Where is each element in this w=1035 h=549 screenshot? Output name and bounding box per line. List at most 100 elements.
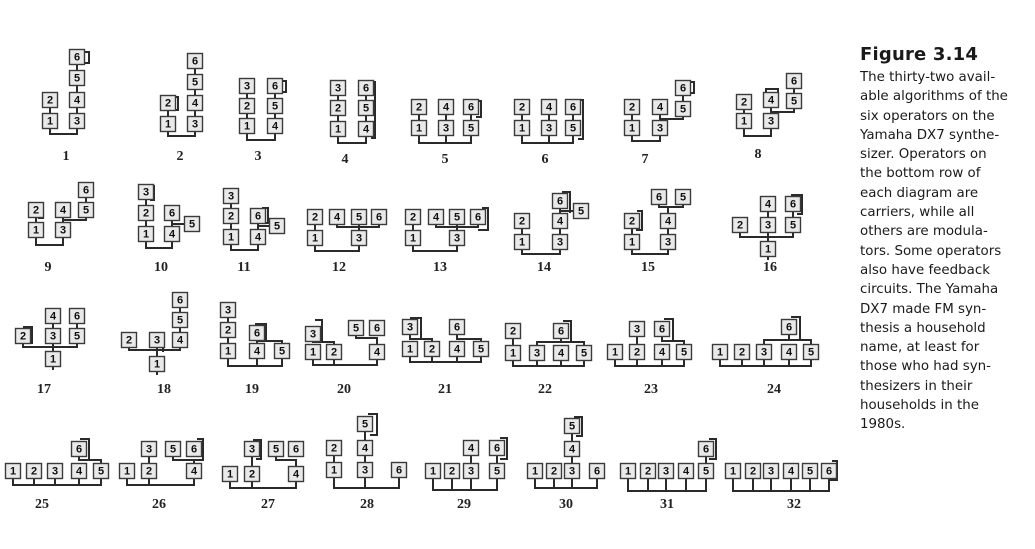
svg-text:5: 5 [578,206,584,218]
operator-3: 3 [651,119,669,137]
svg-text:4: 4 [433,212,440,224]
algorithm-number: 8 [755,147,762,162]
svg-text:1: 1 [124,466,130,478]
operator-1: 1 [221,465,239,483]
svg-text:6: 6 [557,196,563,208]
operator-3: 3 [462,462,480,480]
operator-3: 3 [243,440,261,458]
algorithm-number: 4 [342,152,349,167]
operator-4: 4 [551,212,569,230]
connection-line [229,474,297,489]
svg-text:1: 1 [717,347,723,359]
feedback-loop [709,438,717,460]
svg-text:6: 6 [791,76,797,88]
svg-text:1: 1 [227,469,233,481]
operator-5: 5 [802,343,820,361]
figure-caption: Figure 3.14 The thirty-two avail-able al… [860,44,1032,435]
operator-4: 4 [44,307,62,325]
svg-text:6: 6 [83,185,89,197]
svg-text:6: 6 [790,199,796,211]
svg-text:2: 2 [126,335,132,347]
algorithm-number: 6 [542,152,549,167]
operator-5: 5 [488,462,506,480]
svg-text:5: 5 [74,331,80,343]
operator-4: 4 [368,343,386,361]
svg-text:2: 2 [410,212,416,224]
operator-5: 5 [164,440,182,458]
operator-5: 5 [92,462,110,480]
svg-text:4: 4 [657,102,664,114]
operator-2: 2 [140,462,158,480]
svg-text:2: 2 [331,443,337,455]
operator-3: 3 [759,216,777,234]
operator-6: 6 [70,440,88,458]
svg-text:1: 1 [33,225,39,237]
operator-1: 1 [222,228,240,246]
operator-1: 1 [27,221,45,239]
caption-line: each diagram are [860,185,979,201]
svg-text:3: 3 [454,233,460,245]
operator-1: 1 [623,233,641,251]
operator-4: 4 [651,98,669,116]
svg-text:2: 2 [312,212,318,224]
caption-line: The thirty-two avail- [860,70,996,85]
svg-text:6: 6 [192,56,198,68]
svg-text:5: 5 [494,466,500,478]
feedback-loop [194,438,204,461]
operator-1: 1 [526,462,544,480]
svg-text:4: 4 [272,121,279,133]
feedback-loop [500,437,508,460]
operator-3: 3 [140,440,158,458]
operator-6: 6 [185,440,203,458]
svg-text:5: 5 [177,315,183,327]
svg-text:6: 6 [396,465,402,477]
operator-5: 5 [784,216,802,234]
svg-text:4: 4 [254,346,261,358]
svg-text:2: 2 [519,102,525,114]
svg-text:5: 5 [807,466,813,478]
operator-2: 2 [238,97,256,115]
operator-2: 2 [410,98,428,116]
svg-text:4: 4 [334,212,341,224]
operator-6: 6 [551,192,569,210]
algorithm-number: 22 [538,382,552,397]
operator-4: 4 [677,462,695,480]
operator-5: 5 [472,340,490,358]
operator-1: 1 [118,462,136,480]
operator-4: 4 [540,98,558,116]
svg-text:1: 1 [612,347,618,359]
svg-text:1: 1 [154,359,160,371]
operator-2: 2 [545,462,563,480]
operator-5: 5 [785,92,803,110]
svg-text:1: 1 [312,233,318,245]
svg-text:1: 1 [50,354,56,366]
operator-1: 1 [238,117,256,135]
svg-text:6: 6 [656,192,662,204]
svg-text:1: 1 [625,466,631,478]
svg-text:1: 1 [335,124,341,136]
svg-text:1: 1 [10,466,16,478]
svg-text:5: 5 [454,212,460,224]
svg-text:1: 1 [47,116,53,128]
operator-1: 1 [137,225,155,243]
svg-text:3: 3 [52,466,58,478]
operator-3: 3 [755,343,773,361]
algorithm-number: 15 [641,260,655,275]
caption-line: also have feedback [860,262,990,278]
algorithm-number: 3 [255,149,262,164]
algorithm-number: 2 [177,149,184,164]
operator-6: 6 [390,461,408,479]
svg-text:5: 5 [279,346,285,358]
svg-text:6: 6 [293,444,299,456]
